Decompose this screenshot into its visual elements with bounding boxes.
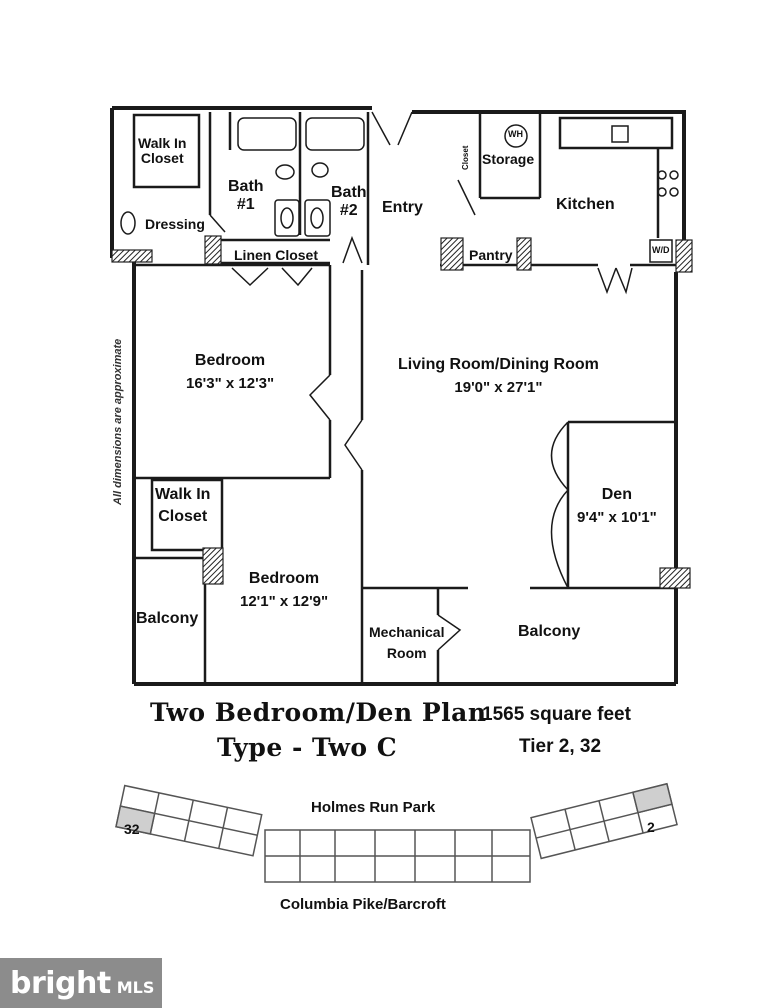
washer-dryer-label: W/D	[652, 245, 670, 255]
balcony-left-label: Balcony	[136, 610, 199, 627]
closet-label: Closet	[461, 145, 470, 170]
interior-walls	[132, 112, 676, 684]
water-heater-label: WH	[508, 129, 523, 139]
site-bottom-label: Columbia Pike/Barcroft	[280, 896, 446, 913]
living-dining-label: Living Room/Dining Room 19'0" x 27'1"	[398, 356, 599, 396]
bath1-label: Bath#1	[228, 178, 264, 213]
entry-label: Entry	[382, 199, 423, 216]
brightmls-watermark: bright MLS	[0, 958, 162, 1008]
unit-32-label: 32	[124, 821, 140, 837]
balcony-right-label: Balcony	[518, 623, 581, 640]
square-feet: 1565 square feet	[482, 704, 631, 725]
site-top-label: Holmes Run Park	[311, 799, 436, 816]
den-label: Den 9'4" x 10'1"	[577, 486, 657, 526]
dressing-label: Dressing	[145, 216, 205, 232]
plan-title: Two Bedroom/Den Plan	[150, 698, 487, 727]
linen-closet-label: Linen Closet	[234, 247, 319, 263]
pantry-label: Pantry	[469, 247, 513, 263]
exterior-walls	[110, 106, 686, 686]
bedroom1-label: Bedroom 16'3" x 12'3"	[186, 352, 275, 392]
unit-2-label: 2	[647, 819, 655, 835]
bath-fixtures	[120, 117, 679, 263]
watermark-word: bright	[10, 965, 111, 1001]
storage-label: Storage	[482, 151, 535, 167]
structural-columns	[111, 235, 693, 589]
kitchen-label: Kitchen	[556, 196, 615, 213]
watermark-suffix: MLS	[116, 977, 155, 997]
plan-type: Type - Two C	[217, 733, 398, 762]
walk-in-closet-bottom-label: Walk In Closet	[155, 486, 211, 525]
site-plan	[115, 782, 678, 883]
dimensions-disclaimer: All dimensions are approximate	[112, 338, 124, 505]
door-swings	[209, 111, 633, 651]
tier-label: Tier 2, 32	[519, 736, 602, 757]
bedroom2-label: Bedroom 12'1" x 12'9"	[240, 570, 329, 610]
bath2-label: Bath#2	[331, 184, 367, 219]
